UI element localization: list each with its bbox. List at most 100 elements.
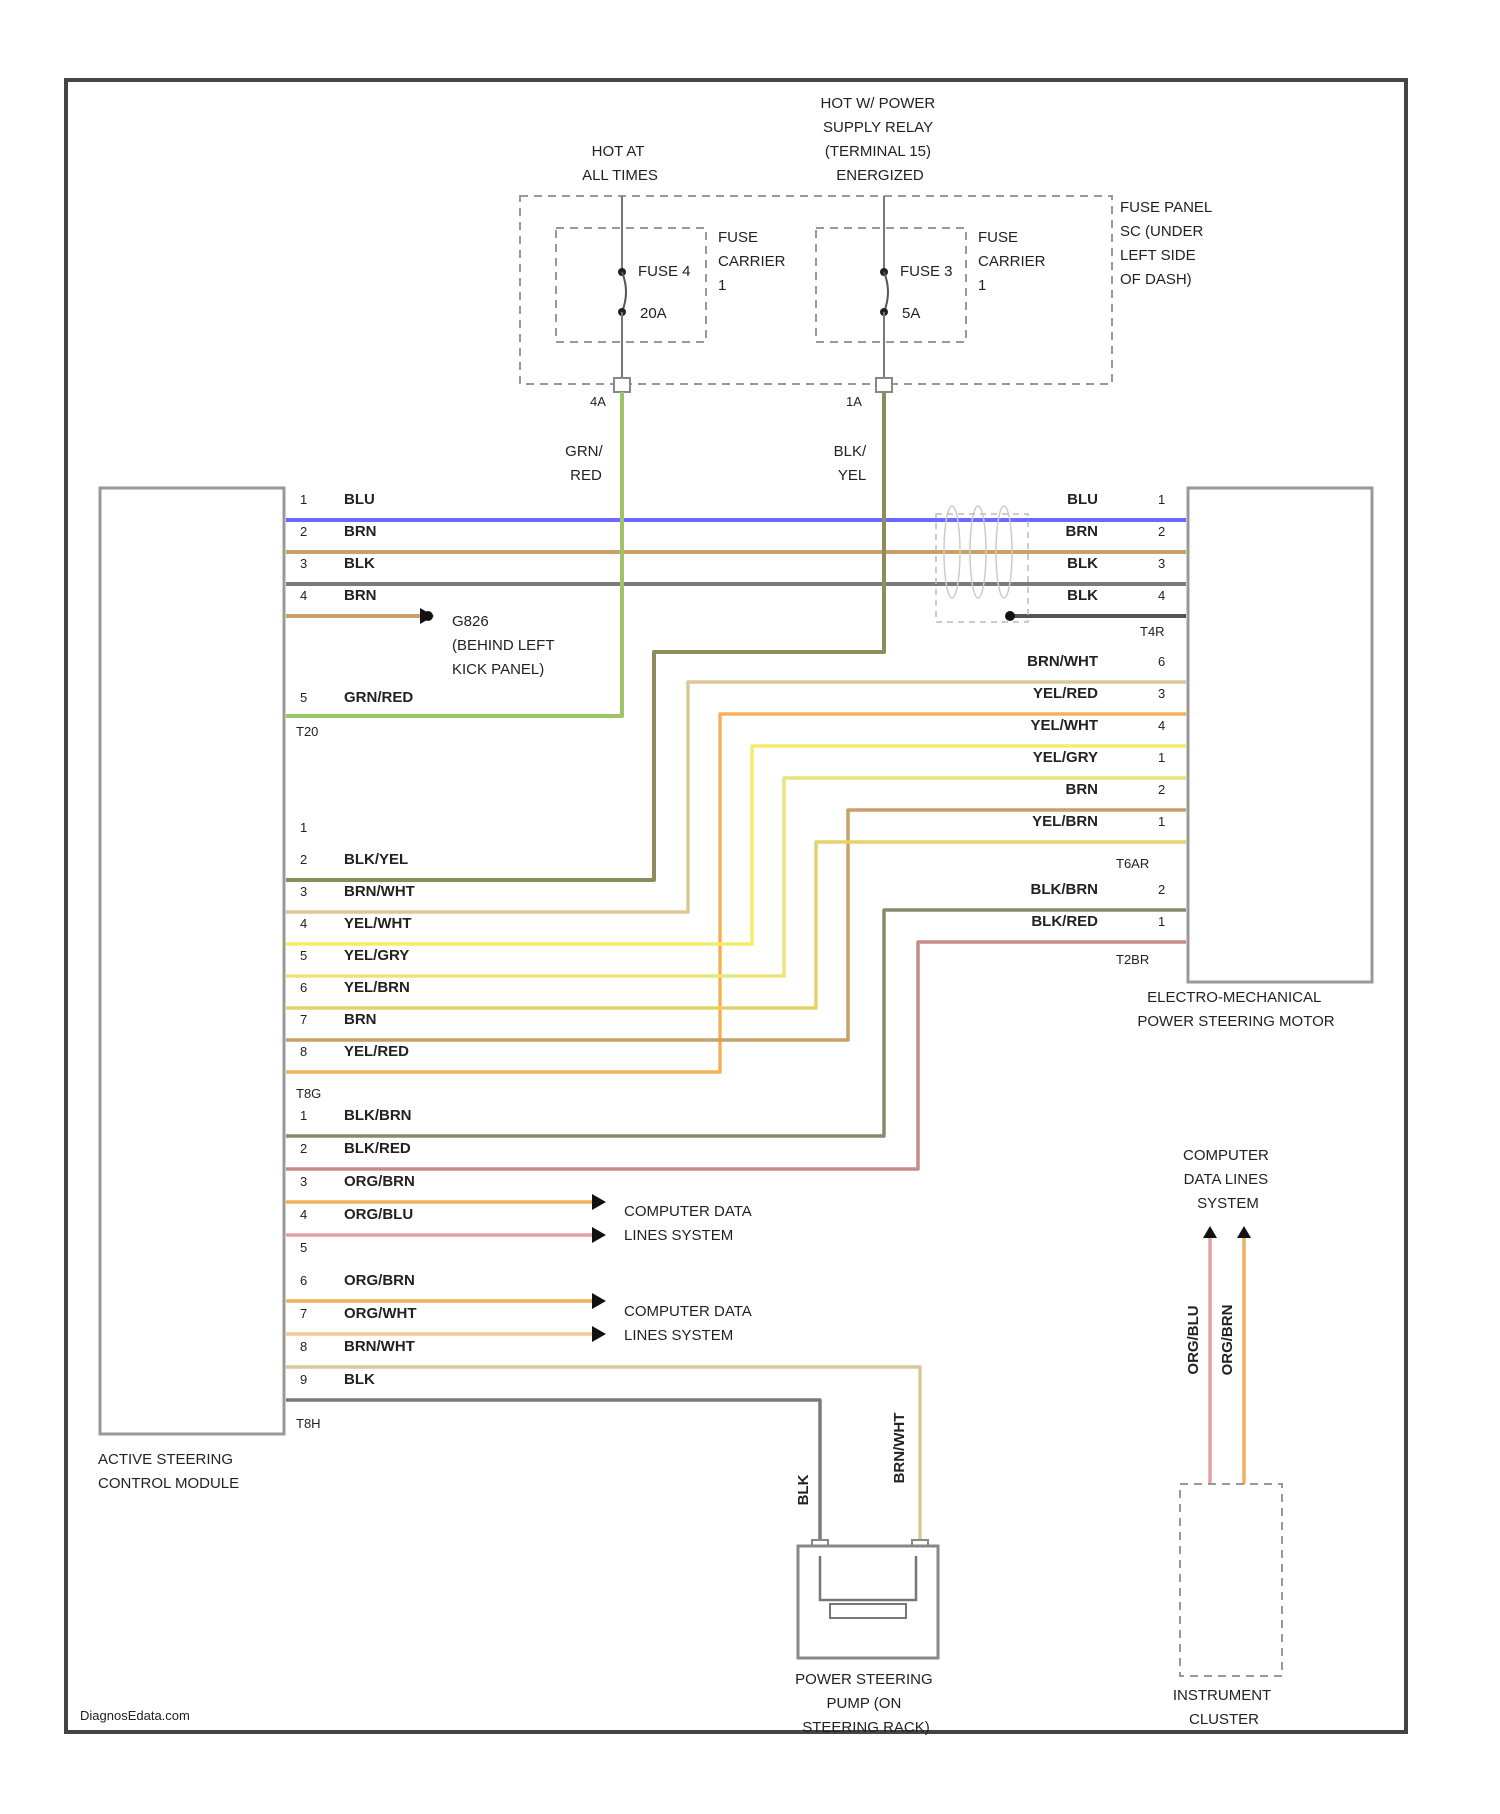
left2-label-6: YEL/BRN (344, 979, 410, 996)
left3-pin-4: 4 (300, 1207, 307, 1222)
left3-label-2: BLK/RED (344, 1140, 411, 1157)
shield-drain-dot (1005, 611, 1015, 621)
cluster-wire-label-orgblu: ORG/BLU (1185, 1305, 1202, 1374)
left1-label-4: BRN (344, 587, 377, 604)
fuse4-pin: 4A (590, 394, 606, 409)
fuse3-label: FUSE 3 (900, 263, 953, 280)
left1-label-1: BLU (344, 491, 375, 508)
arrow-data-a2 (592, 1227, 606, 1243)
left1-pin-1: 1 (300, 492, 307, 507)
hot-at-all-times-label: HOT AT ALL TIMES (582, 143, 658, 184)
right2-label-4: BRN (1066, 781, 1099, 798)
arrow-data-a1 (592, 1194, 606, 1210)
cluster-label: INSTRUMENT CLUSTER (1173, 1687, 1275, 1728)
fuse3-terminal (876, 378, 892, 392)
right1-pin-0: 1 (1158, 492, 1165, 507)
eps-motor-box (1188, 488, 1372, 982)
left2-pin-2: 2 (300, 852, 307, 867)
fuse-carrier-left-label: FUSE CARRIER 1 (718, 229, 790, 294)
left3-pin-3: 3 (300, 1174, 307, 1189)
arrow-cluster-1 (1203, 1226, 1217, 1238)
left1-connector: T20 (296, 724, 318, 739)
arrow-data-b1 (592, 1293, 606, 1309)
cluster-wire-label-orgbrn: ORG/BRN (1219, 1305, 1236, 1376)
left2-connector: T8G (296, 1086, 321, 1101)
left2-label-3: BRN/WHT (344, 883, 415, 900)
wire-blk-pump (286, 1400, 820, 1546)
left2-label-7: BRN (344, 1011, 377, 1028)
wires-layer (286, 392, 1251, 1552)
watermark: DiagnosEdata.com (80, 1708, 190, 1723)
left1-label-3: BLK (344, 555, 375, 572)
left2-pin-7: 7 (300, 1012, 307, 1027)
left2-pin-8: 8 (300, 1044, 307, 1059)
left3-label-9: BLK (344, 1371, 375, 1388)
left3-label-3: ORG/BRN (344, 1173, 415, 1190)
left1-label-5: GRN/RED (344, 689, 413, 706)
left2-label-5: YEL/GRY (344, 947, 409, 964)
left1-label-2: BRN (344, 523, 377, 540)
active-steering-module-box (100, 488, 284, 1434)
left3-label-6: ORG/BRN (344, 1272, 415, 1289)
right2-pin-1: 3 (1158, 686, 1165, 701)
wire-blk-yel-fuse3 (286, 392, 884, 880)
left2-label-8: YEL/RED (344, 1043, 409, 1060)
right2-label-2: YEL/WHT (1031, 717, 1099, 734)
arrow-data-b2 (592, 1326, 606, 1342)
right2-connector: T6AR (1116, 856, 1149, 871)
active-steering-module-label: ACTIVE STEERING CONTROL MODULE (98, 1451, 239, 1492)
right2-label-5: YEL/BRN (1032, 813, 1098, 830)
right1-label-3: BLK (1067, 587, 1098, 604)
left3-pin-8: 8 (300, 1339, 307, 1354)
right2-pin-3: 1 (1158, 750, 1165, 765)
right2-label-0: BRN/WHT (1027, 653, 1098, 670)
fuse4-label: FUSE 4 (638, 263, 691, 280)
left1-pin-4: 4 (300, 588, 307, 603)
ground-label: G826 (BEHIND LEFT KICK PANEL) (452, 613, 558, 678)
hot-w-relay-label: HOT W/ POWER SUPPLY RELAY (TERMINAL 15) … (821, 95, 940, 184)
fuse3-wire-label: BLK/ YEL (834, 443, 871, 484)
right1-pin-3: 4 (1158, 588, 1165, 603)
fuse4-rating: 20A (640, 305, 667, 322)
wire-block2-3 (286, 778, 1186, 976)
right2-pin-4: 2 (1158, 782, 1165, 797)
right1-label-0: BLU (1067, 491, 1098, 508)
fuse-panel-label: FUSE PANEL SC (UNDER LEFT SIDE OF DASH) (1120, 199, 1216, 288)
left3-pin-7: 7 (300, 1306, 307, 1321)
pump-wire-label-blk: BLK (795, 1474, 812, 1505)
right1-connector: T4R (1140, 624, 1165, 639)
fuse-carrier-right (816, 228, 966, 342)
right3-connector: T2BR (1116, 952, 1149, 967)
left3-pin-5: 5 (300, 1240, 307, 1255)
right1-label-1: BRN (1066, 523, 1099, 540)
left2-pin-5: 5 (300, 948, 307, 963)
left2-label-2: BLK/YEL (344, 851, 408, 868)
cluster-box (1180, 1484, 1282, 1676)
ground-dot (423, 611, 433, 621)
right2-pin-2: 4 (1158, 718, 1165, 733)
right2-label-3: YEL/GRY (1033, 749, 1098, 766)
right1-label-2: BLK (1067, 555, 1098, 572)
fuse4-wire-label: GRN/ RED (565, 443, 607, 484)
pump-wire-label-brnwht: BRN/WHT (891, 1413, 908, 1484)
left1-pin-5: 5 (300, 690, 307, 705)
right3-pin-0: 2 (1158, 882, 1165, 897)
right3-pin-1: 1 (1158, 914, 1165, 929)
left3-pin-2: 2 (300, 1141, 307, 1156)
data-lines-a-label: COMPUTER DATA LINES SYSTEM (624, 1203, 755, 1244)
right2-pin-5: 1 (1158, 814, 1165, 829)
left3-pin-1: 1 (300, 1108, 307, 1123)
fuse-carrier-right-label: FUSE CARRIER 1 (978, 229, 1050, 294)
right1-pin-1: 2 (1158, 524, 1165, 539)
fuse-carrier-left (556, 228, 706, 342)
data-lines-top-label: COMPUTER DATA LINES SYSTEM (1183, 1147, 1273, 1212)
wire-brn-wht-pump (286, 1367, 920, 1546)
left3-label-8: BRN/WHT (344, 1338, 415, 1355)
left2-pin-4: 4 (300, 916, 307, 931)
fuse3-element (884, 272, 888, 312)
left3-pin-6: 6 (300, 1273, 307, 1288)
shield-box (936, 514, 1028, 622)
left2-pin-6: 6 (300, 980, 307, 995)
left2-pin-3: 3 (300, 884, 307, 899)
